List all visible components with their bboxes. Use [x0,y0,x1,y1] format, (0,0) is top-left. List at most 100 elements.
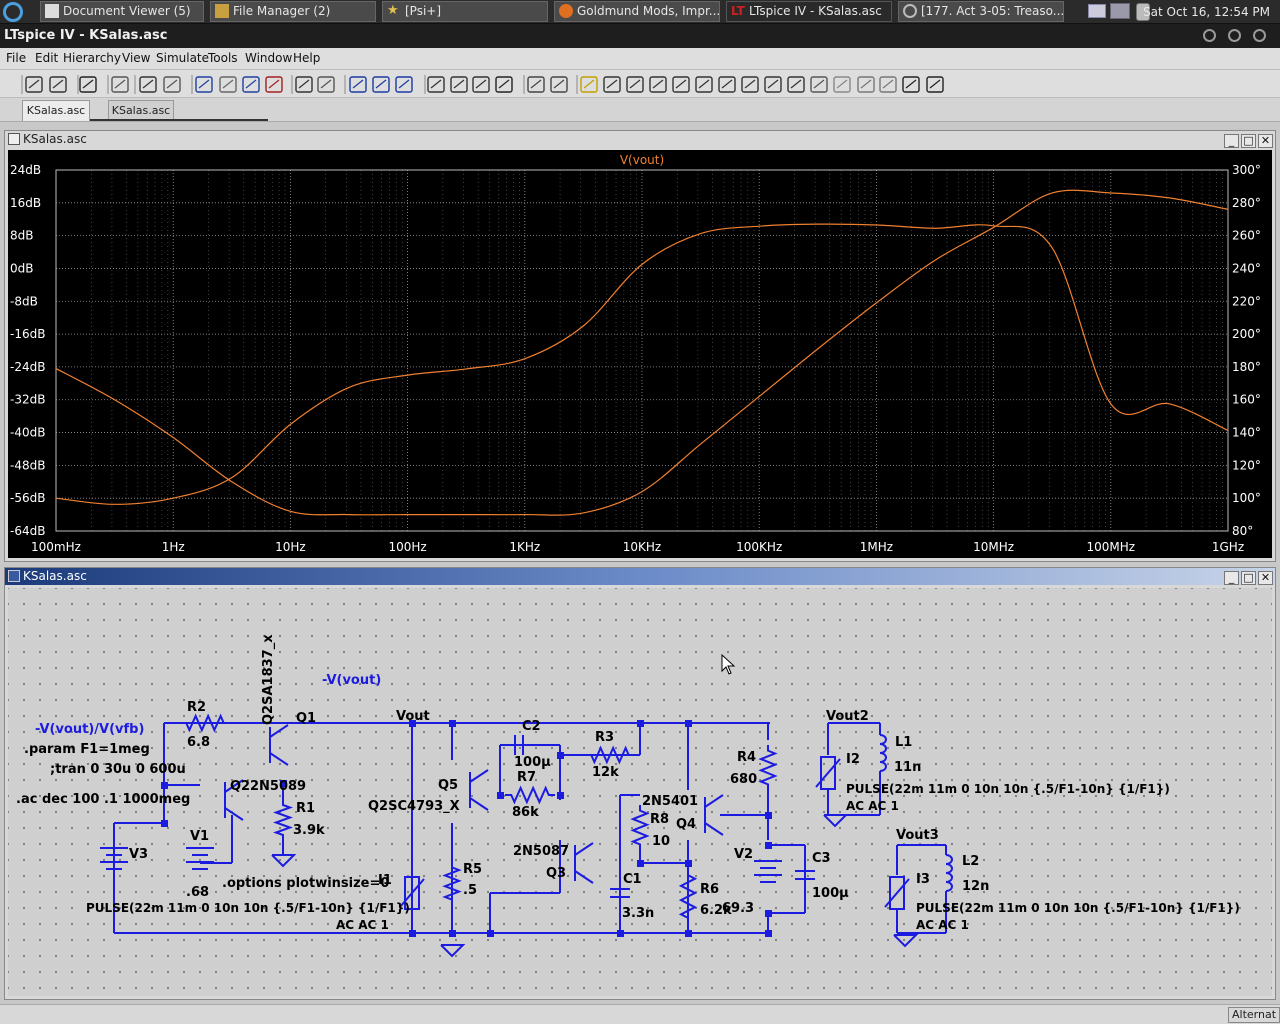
icon-stroke [352,79,364,89]
fit-icon[interactable] [317,76,335,93]
menu-hierarchy[interactable]: Hierarchy [63,51,122,65]
task-document-viewer[interactable]: Document Viewer (5) [40,1,204,22]
find-icon[interactable] [495,76,513,93]
tile-vertical-icon[interactable] [372,76,390,93]
mail-icon[interactable] [1088,4,1106,18]
label-net-icon[interactable] [626,76,644,93]
cut-icon[interactable] [427,76,445,93]
schematic-label: .param F1=1meg [24,742,150,757]
tab-plot[interactable]: KSalas.asc [22,100,90,121]
zoom-cancel-icon[interactable] [265,76,283,93]
new-schematic-icon[interactable] [25,76,43,93]
y-right-tick-label: 80° [1232,524,1253,538]
plot-close-button[interactable]: ✕ [1258,134,1273,148]
maximize-button[interactable] [1228,29,1241,42]
open-icon[interactable] [49,76,67,93]
icon-stroke [430,79,442,89]
tab-schematic[interactable]: KSalas.asc [108,100,174,121]
current-source [820,756,836,790]
control-panel-icon[interactable] [111,76,129,93]
mirror-icon[interactable] [879,76,897,93]
icon-shape [472,76,490,93]
resistor-r3 [585,745,635,765]
schematic-minimize-button[interactable]: _ [1224,571,1239,585]
clock[interactable]: Sat Oct 16, 12:54 PM [1143,5,1270,19]
zoom-in-icon[interactable] [195,76,213,93]
schematic-label: R5 [463,862,482,877]
undo-icon[interactable] [810,76,828,93]
task-media[interactable]: [177. Act 3-05: Treaso... [898,1,1064,22]
text-icon[interactable] [902,76,920,93]
schematic-label: 2N5087 [513,844,569,859]
tile-horizontal-icon[interactable] [349,76,367,93]
pan-icon[interactable] [219,76,237,93]
schematic-maximize-button[interactable]: □ [1241,571,1256,585]
plot-minimize-button[interactable]: _ [1224,134,1239,148]
statusbar: Alternat [0,1004,1280,1024]
cascade-icon[interactable] [395,76,413,93]
icon-shape [926,76,944,93]
autorange-icon[interactable] [295,76,313,93]
app-menu-icon[interactable] [3,2,23,22]
menu-help[interactable]: Help [293,51,321,65]
halt-icon[interactable] [163,76,181,93]
drag-icon[interactable] [787,76,805,93]
move-icon[interactable] [764,76,782,93]
icon-stroke [142,79,154,89]
schematic-close-button[interactable]: ✕ [1258,571,1273,585]
junction-dot [637,860,644,867]
schematic-label: .5 [463,883,477,898]
schematic-label: 12k [592,765,619,780]
task-ltspice[interactable]: LT LTspice IV - KSalas.asc [726,1,892,22]
menu-simulate[interactable]: Simulate [156,51,210,65]
capacitor-icon[interactable] [672,76,690,93]
plot-maximize-button[interactable]: □ [1241,134,1256,148]
task-firefox[interactable]: Goldmund Mods, Impr... [554,1,720,22]
schematic-label: Q4 [676,817,696,832]
close-button[interactable] [1253,29,1266,42]
schematic-label: R3 [595,730,614,745]
copy-icon[interactable] [450,76,468,93]
icon-shape [527,76,545,93]
schematic-label: 11n [894,760,921,775]
icon-shape [139,76,157,93]
menu-view[interactable]: View [122,51,151,65]
y-left-tick-label: 0dB [10,261,33,275]
network-icon[interactable] [1110,3,1130,19]
menu-edit[interactable]: Edit [35,51,59,65]
resistor-icon[interactable] [649,76,667,93]
icon-stroke [675,79,687,89]
icon-shape [79,76,97,93]
run-icon[interactable] [139,76,157,93]
diode-icon[interactable] [718,76,736,93]
junction-dot [449,720,456,727]
redo-icon[interactable] [833,76,851,93]
draw-wire-icon[interactable] [580,76,598,93]
minimize-button[interactable] [1203,29,1216,42]
menu-file[interactable]: File [6,51,27,65]
task-file-manager[interactable]: File Manager (2) [210,1,376,22]
transistor-lead [469,797,489,811]
schematic-label: R8 [650,812,669,827]
spice-directive-icon[interactable] [926,76,944,93]
inductor-coil [879,734,887,745]
save-icon[interactable] [79,76,97,93]
star-icon: ★ [387,3,399,18]
icon-shape [427,76,445,93]
inductor-icon[interactable] [695,76,713,93]
component-icon[interactable] [741,76,759,93]
ground-icon[interactable] [603,76,621,93]
menu-tools[interactable]: Tools [208,51,238,65]
schematic-label: V1 [190,829,209,844]
paste-icon[interactable] [472,76,490,93]
y-left-tick-label: -8dB [10,294,38,308]
task-psi[interactable]: ★ [Psi+] [382,1,548,22]
battery-icon[interactable] [1136,3,1150,21]
rotate-icon[interactable] [857,76,875,93]
schematic-canvas[interactable]: -V(vout)-V(vout)/V(vfb).param F1=1meg;tr… [8,588,1272,996]
zoom-out-icon[interactable] [242,76,260,93]
print-icon[interactable] [550,76,568,93]
print-setup-icon[interactable] [527,76,545,93]
menu-window[interactable]: Window [245,51,293,65]
